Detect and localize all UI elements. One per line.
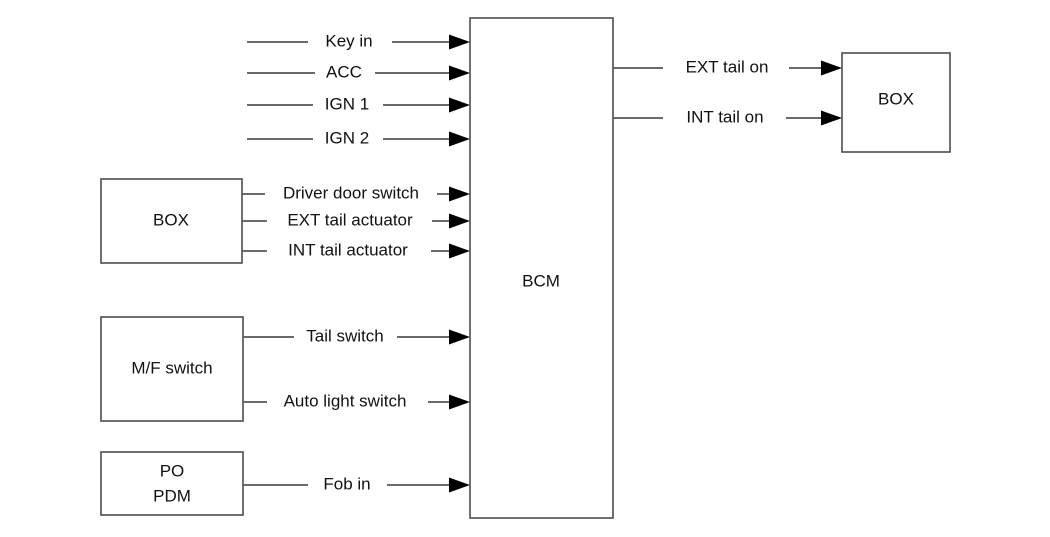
- bcm-label: BCM: [522, 271, 560, 290]
- arrow-ext-tail-on: [821, 60, 842, 76]
- arrow-int-tail-actuator: [449, 243, 470, 259]
- signal-label-ign-1: IGN 1: [325, 94, 369, 113]
- signal-label-acc: ACC: [326, 62, 362, 81]
- signal-label-int-tail-actuator: INT tail actuator: [288, 240, 408, 259]
- mf-switch-rect[interactable]: [100, 316, 244, 422]
- node-po-pdm[interactable]: PO PDM: [100, 451, 244, 516]
- arrow-fob-in: [449, 477, 470, 493]
- bcm-box-rect[interactable]: [469, 17, 614, 519]
- node-right-box[interactable]: BOX: [841, 52, 951, 153]
- right-box-label: BOX: [878, 89, 914, 108]
- signal-label-tail-switch: Tail switch: [306, 326, 383, 345]
- left-box-label: BOX: [153, 210, 189, 229]
- arrow-key-in: [449, 34, 470, 50]
- signal-label-ext-tail-actuator: EXT tail actuator: [287, 210, 413, 229]
- arrow-driver-door-switch: [449, 186, 470, 202]
- po-pdm-label-line1: PO: [160, 461, 185, 480]
- signal-label-fob-in: Fob in: [323, 474, 370, 493]
- node-bcm[interactable]: BCM: [469, 17, 614, 519]
- arrow-ign-1: [449, 97, 470, 113]
- po-pdm-label-line2: PDM: [153, 486, 191, 505]
- arrow-int-tail-on: [821, 110, 842, 126]
- signal-label-int-tail-on: INT tail on: [686, 107, 763, 126]
- signal-label-ign-2: IGN 2: [325, 128, 369, 147]
- arrow-tail-switch: [449, 329, 470, 345]
- signal-label-auto-light-switch: Auto light switch: [284, 391, 407, 410]
- right-box-rect[interactable]: [841, 52, 951, 153]
- arrow-ext-tail-actuator: [449, 213, 470, 229]
- po-pdm-rect[interactable]: [100, 451, 244, 516]
- arrow-acc: [449, 65, 470, 81]
- arrow-ign-2: [449, 131, 470, 147]
- node-left-box[interactable]: BOX: [100, 178, 243, 264]
- left-box-rect[interactable]: [100, 178, 243, 264]
- mf-switch-label: M/F switch: [131, 358, 212, 377]
- signal-label-driver-door-switch: Driver door switch: [283, 183, 419, 202]
- signal-label-ext-tail-on: EXT tail on: [686, 57, 769, 76]
- node-mf-switch[interactable]: M/F switch: [100, 316, 244, 422]
- signal-wire-layer: [242, 34, 842, 493]
- signal-label-key-in: Key in: [325, 31, 372, 50]
- arrow-auto-light-switch: [449, 394, 470, 410]
